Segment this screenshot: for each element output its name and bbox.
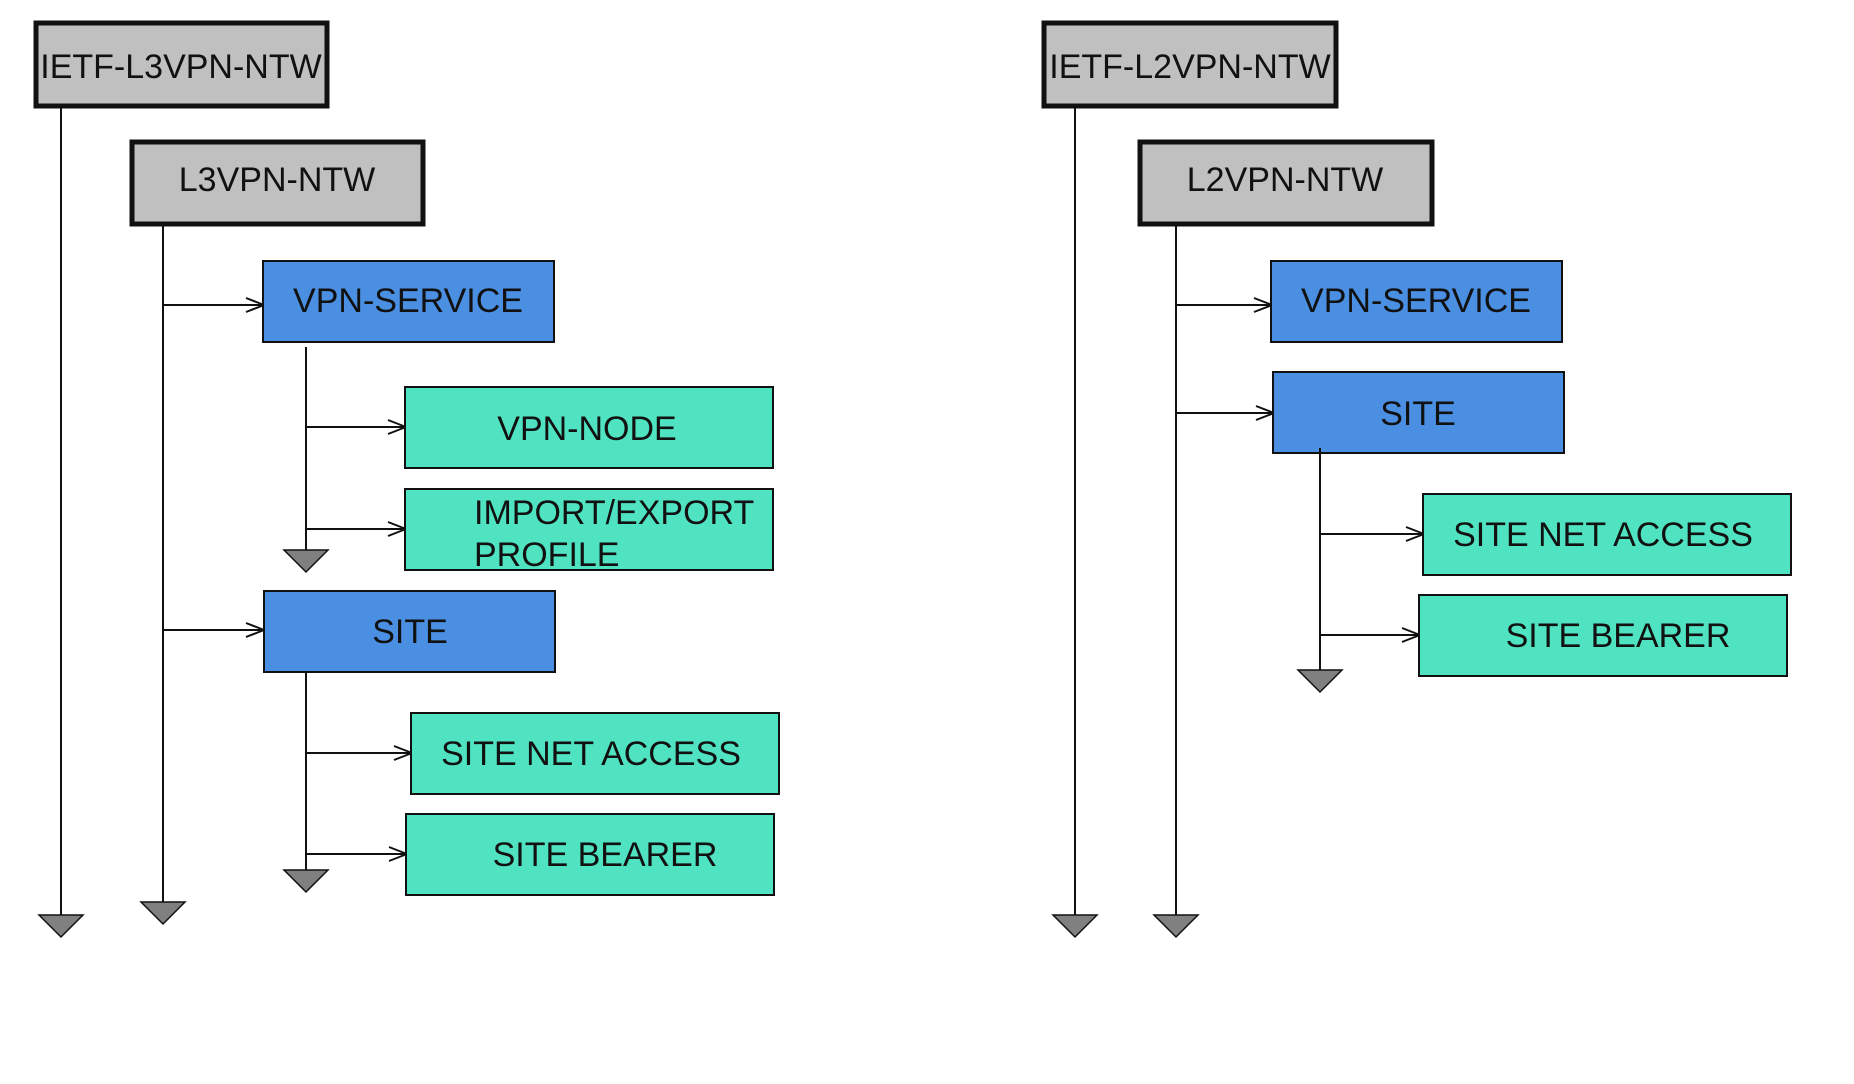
l3-vpn-service-box bbox=[262, 260, 555, 343]
l3-module-box bbox=[33, 20, 330, 109]
l3-vpn-service-terminator-icon bbox=[282, 549, 330, 574]
l3-vpn-node-label: VPN-NODE bbox=[497, 410, 676, 448]
l3-import-export-label-line2: PROFILE bbox=[474, 536, 619, 574]
l2-site-box bbox=[1272, 371, 1565, 454]
l2-site-bearer-label: SITE BEARER bbox=[1506, 617, 1731, 655]
l3-site-net-access-box bbox=[410, 712, 780, 795]
l3-vpn-service-label: VPN-SERVICE bbox=[293, 282, 523, 320]
l3-vpn-node-box bbox=[404, 386, 774, 469]
l3-site-bearer-box bbox=[405, 813, 775, 896]
l2-root-terminator-icon bbox=[1152, 914, 1200, 939]
l2-site-bearer-box bbox=[1418, 594, 1788, 677]
l2-root-label: L2VPN-NTW bbox=[1187, 161, 1383, 199]
l2-vpn-service-label: VPN-SERVICE bbox=[1301, 282, 1531, 320]
l2-site-net-access-box bbox=[1422, 493, 1792, 576]
l3-root-terminator-icon bbox=[139, 901, 187, 926]
l3-module-terminator-icon bbox=[37, 914, 85, 939]
l3-site-bearer-label: SITE BEARER bbox=[493, 836, 718, 874]
l2-root-box bbox=[1137, 139, 1435, 227]
l2-site-label: SITE bbox=[1380, 395, 1456, 433]
l3-import-export-label-line1: IMPORT/EXPORT bbox=[474, 494, 754, 532]
l3vpn-tree: IETF-L3VPN-NTW L3VPN-NTW VPN-SERVICE VPN… bbox=[33, 20, 780, 939]
l2-vpn-service-box bbox=[1270, 260, 1563, 343]
l2vpn-tree: IETF-L2VPN-NTW L2VPN-NTW VPN-SERVICE SIT… bbox=[1041, 20, 1792, 939]
l3-module-label: IETF-L3VPN-NTW bbox=[40, 48, 321, 86]
l3-site-label: SITE bbox=[372, 613, 448, 651]
l2-module-label: IETF-L2VPN-NTW bbox=[1049, 48, 1330, 86]
l2-site-terminator-icon bbox=[1296, 669, 1344, 694]
l3-root-label: L3VPN-NTW bbox=[179, 161, 375, 199]
l2-module-box bbox=[1041, 20, 1339, 109]
l3-import-export-box bbox=[404, 488, 774, 571]
l2-site-net-access-label: SITE NET ACCESS bbox=[1453, 516, 1753, 554]
l3-site-terminator-icon bbox=[282, 869, 330, 894]
l3-site-net-access-label: SITE NET ACCESS bbox=[441, 735, 741, 773]
l3-root-box bbox=[129, 139, 426, 227]
l2-module-terminator-icon bbox=[1051, 914, 1099, 939]
l3-site-box bbox=[263, 590, 556, 673]
